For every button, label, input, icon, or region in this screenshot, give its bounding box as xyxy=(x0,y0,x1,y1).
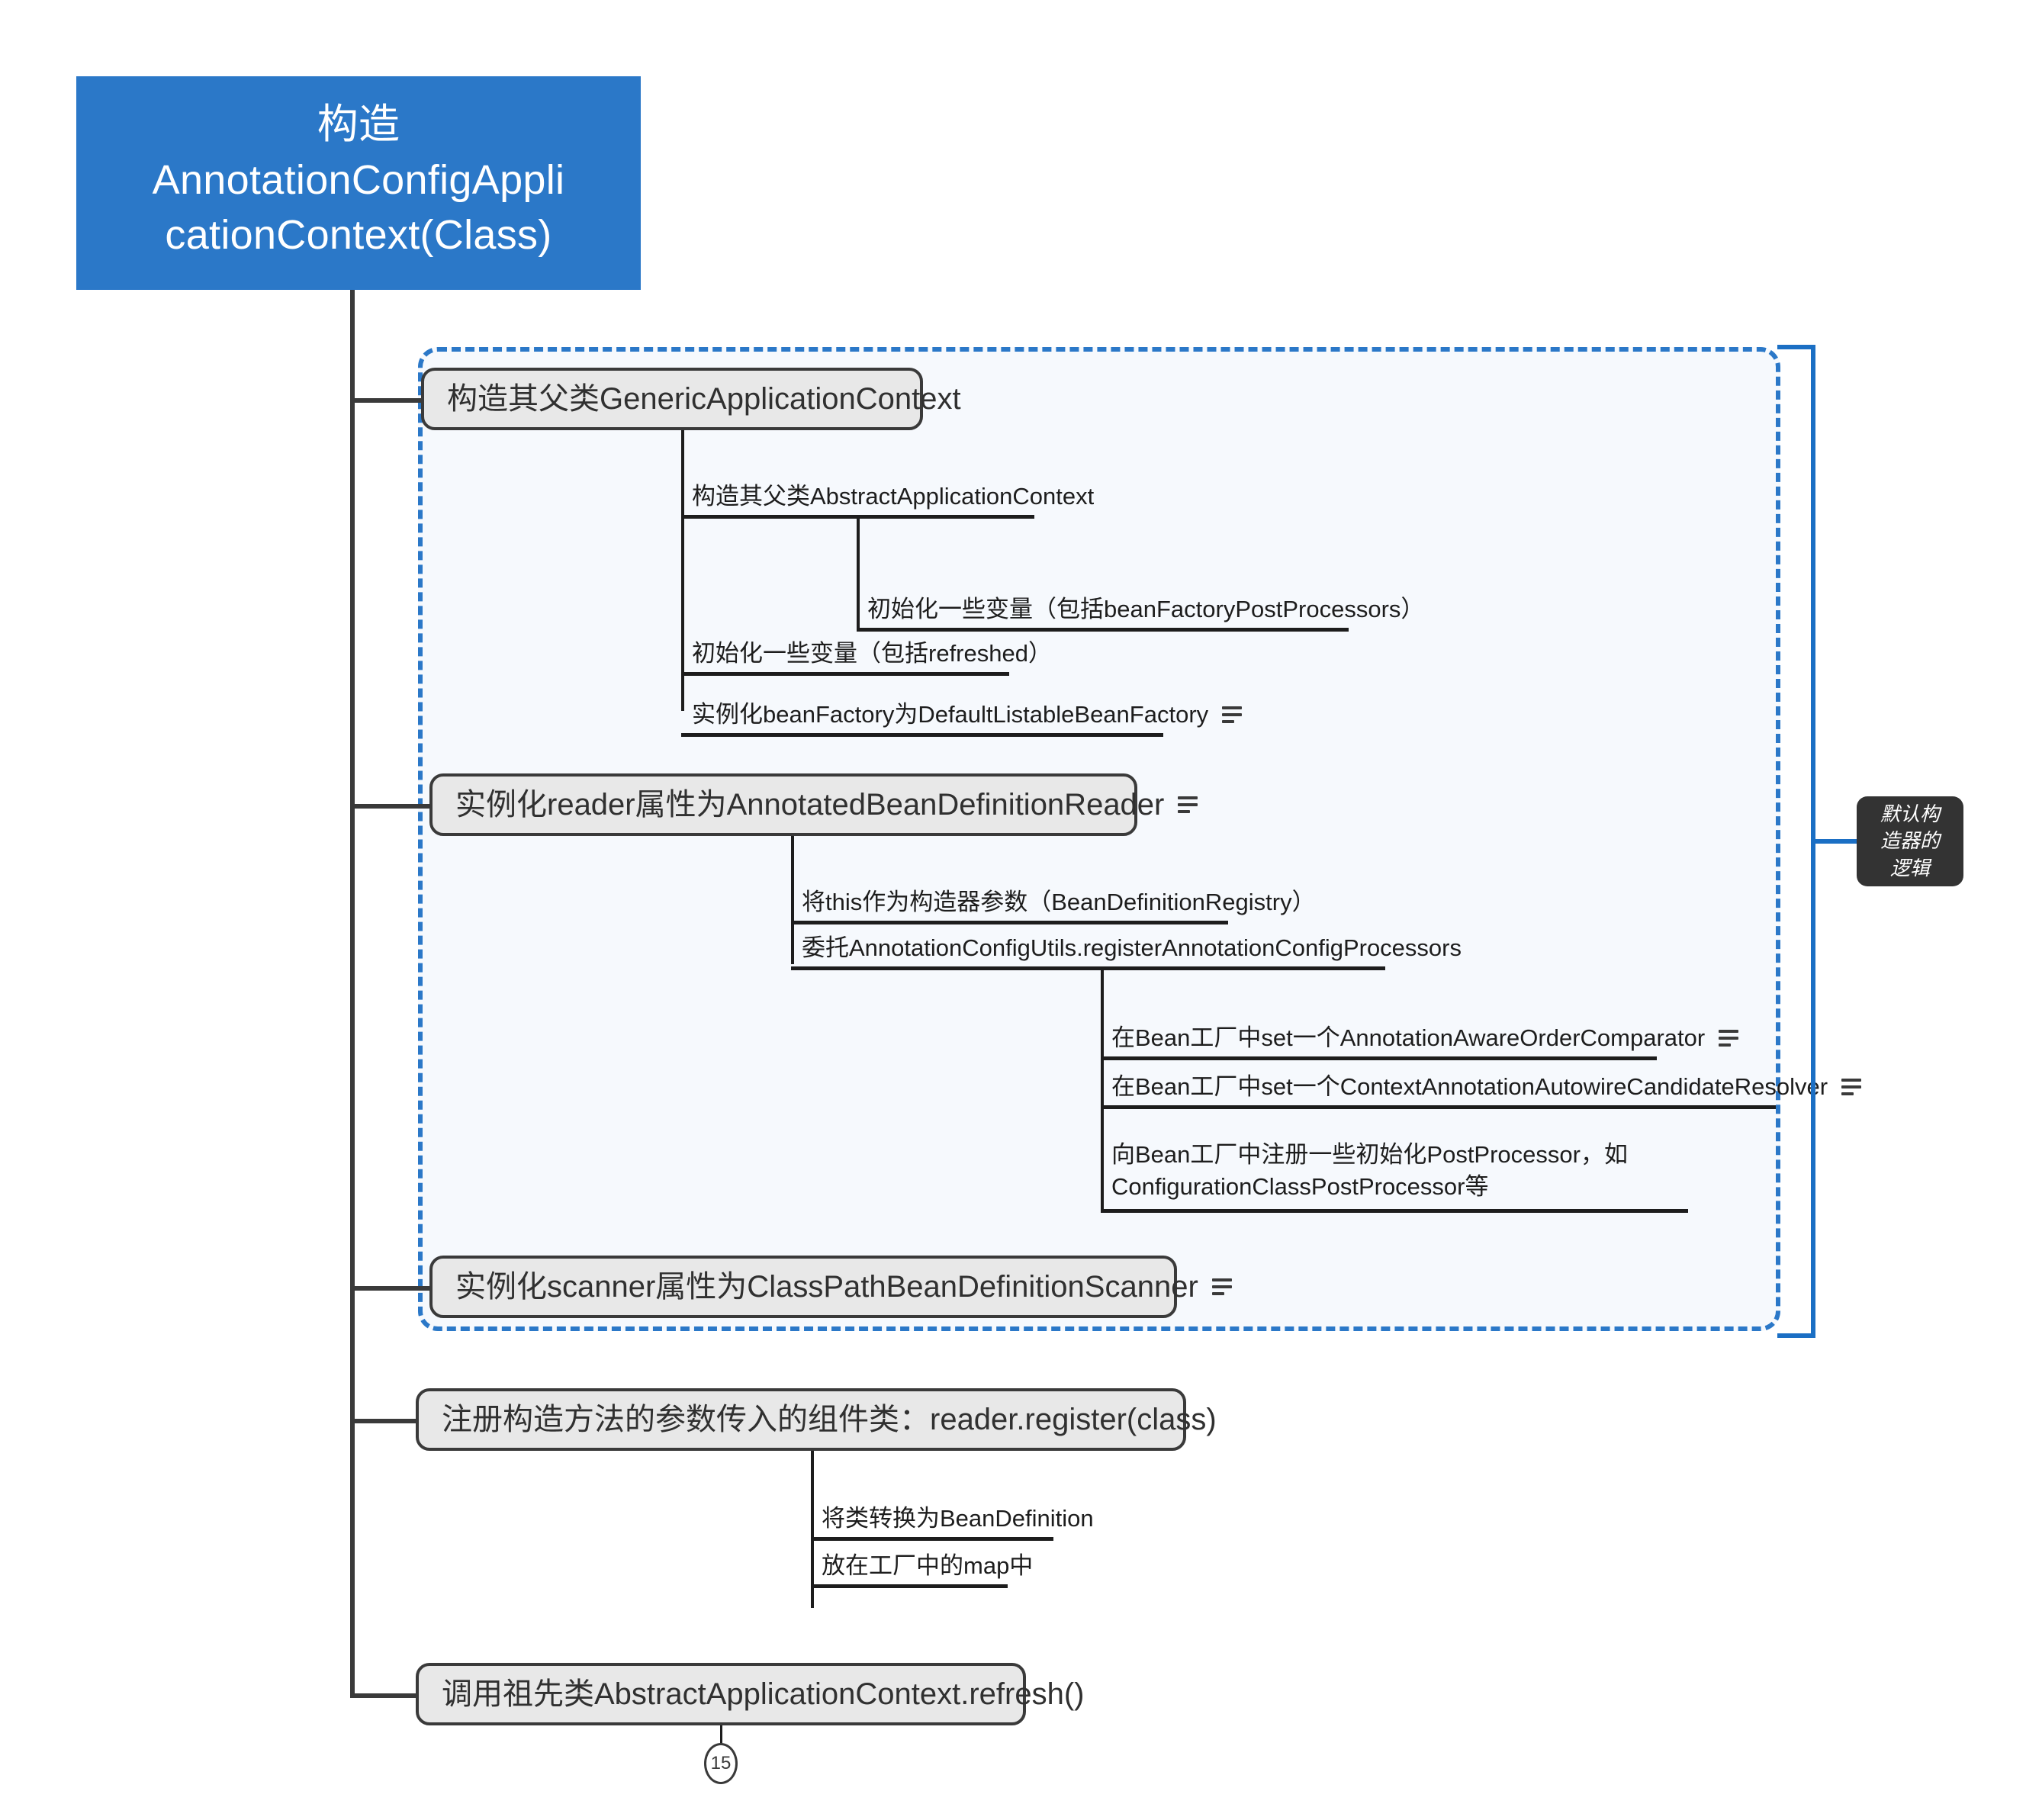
branch-connector-refresh xyxy=(350,1693,418,1698)
node-label: 实例化beanFactory为DefaultListableBeanFactor… xyxy=(692,701,1209,728)
page-badge: 15 xyxy=(704,1743,738,1784)
page-badge-connector xyxy=(720,1725,722,1747)
node-label: 在Bean工厂中set一个ContextAnnotationAutowireCa… xyxy=(1111,1073,1828,1100)
node-delegate-register-processors[interactable]: 委托AnnotationConfigUtils.registerAnnotati… xyxy=(791,934,1462,970)
node-label: 初始化一些变量（包括refreshed） xyxy=(692,640,1052,667)
node-init-vars-beanfactory-postprocessors[interactable]: 初始化一些变量（包括beanFactoryPostProcessors） xyxy=(857,595,1424,632)
node-label: 注册构造方法的参数传入的组件类：reader.register(class) xyxy=(442,1403,1217,1436)
root-line-1: 构造 xyxy=(317,101,400,148)
node-call-refresh[interactable]: 调用祖先类AbstractApplicationContext.refresh(… xyxy=(416,1663,1085,1725)
subtree-connector-generic xyxy=(681,430,684,711)
node-abstract-application-context[interactable]: 构造其父类AbstractApplicationContext xyxy=(681,482,1094,519)
node-set-order-comparator[interactable]: 在Bean工厂中set一个AnnotationAwareOrderCompara… xyxy=(1101,1024,1739,1060)
node-label: 初始化一些变量（包括beanFactoryPostProcessors） xyxy=(867,596,1425,622)
node-label: 调用祖先类AbstractApplicationContext.refresh(… xyxy=(442,1677,1085,1711)
node-label: 向Bean工厂中注册一些初始化PostProcessor，如Configurat… xyxy=(1111,1141,1628,1201)
node-generic-application-context[interactable]: 构造其父类GenericApplicationContext xyxy=(421,368,961,430)
callout-line-2: 造器的 xyxy=(1880,829,1940,853)
node-this-as-constructor-arg[interactable]: 将this作为构造器参数（BeanDefinitionRegistry） xyxy=(791,888,1316,924)
node-reader-register[interactable]: 注册构造方法的参数传入的组件类：reader.register(class) xyxy=(416,1388,1217,1451)
notes-icon[interactable] xyxy=(1222,706,1243,723)
summary-bracket xyxy=(1777,345,1815,1338)
subtree-connector-delegate xyxy=(1101,970,1104,1213)
node-label: 构造其父类GenericApplicationContext xyxy=(447,382,961,416)
node-label: 委托AnnotationConfigUtils.registerAnnotati… xyxy=(802,934,1462,961)
notes-icon[interactable] xyxy=(1211,1278,1232,1295)
node-reader-property[interactable]: 实例化reader属性为AnnotatedBeanDefinitionReade… xyxy=(429,773,1198,836)
notes-icon[interactable] xyxy=(1841,1079,1862,1095)
node-register-init-postprocessors[interactable]: 向Bean工厂中注册一些初始化PostProcessor，如Configurat… xyxy=(1101,1127,1688,1213)
node-label: 将this作为构造器参数（BeanDefinitionRegistry） xyxy=(802,889,1316,915)
node-class-to-beandefinition[interactable]: 将类转换为BeanDefinition xyxy=(811,1504,1094,1541)
root-line-3: cationContext(Class) xyxy=(165,212,552,259)
callout-line-3: 逻辑 xyxy=(1889,856,1930,879)
subtree-connector-register xyxy=(811,1451,814,1608)
node-label: 在Bean工厂中set一个AnnotationAwareOrderCompara… xyxy=(1111,1024,1706,1051)
node-scanner-property[interactable]: 实例化scanner属性为ClassPathBeanDefinitionScan… xyxy=(429,1256,1232,1318)
node-label: 实例化reader属性为AnnotatedBeanDefinitionReade… xyxy=(455,788,1165,822)
root-line-2: AnnotationConfigAppli xyxy=(152,156,565,203)
node-instantiate-beanfactory[interactable]: 实例化beanFactory为DefaultListableBeanFactor… xyxy=(681,700,1243,737)
page-badge-label: 15 xyxy=(710,1753,732,1773)
node-label: 实例化scanner属性为ClassPathBeanDefinitionScan… xyxy=(455,1270,1198,1304)
summary-bracket-stem xyxy=(1814,839,1860,844)
node-label: 放在工厂中的map中 xyxy=(822,1552,1034,1579)
branch-connector-scanner xyxy=(350,1286,432,1291)
main-trunk xyxy=(350,290,355,1696)
summary-callout[interactable]: 默认构 造器的 逻辑 xyxy=(1857,796,1963,886)
branch-connector-generic xyxy=(350,398,424,403)
node-label: 构造其父类AbstractApplicationContext xyxy=(692,483,1095,510)
callout-line-1: 默认构 xyxy=(1880,802,1940,826)
notes-icon[interactable] xyxy=(1719,1030,1739,1047)
notes-icon[interactable] xyxy=(1178,796,1198,813)
subtree-connector-reader xyxy=(791,836,794,964)
subtree-connector-abstract xyxy=(857,519,860,632)
root-node[interactable]: 构造 AnnotationConfigAppli cationContext(C… xyxy=(76,76,641,290)
branch-connector-register xyxy=(350,1419,418,1423)
node-put-in-factory-map[interactable]: 放在工厂中的map中 xyxy=(811,1552,1033,1588)
node-set-autowire-candidate-resolver[interactable]: 在Bean工厂中set一个ContextAnnotationAutowireCa… xyxy=(1101,1072,1862,1109)
branch-connector-reader xyxy=(350,804,432,809)
node-label: 将类转换为BeanDefinition xyxy=(822,1505,1094,1532)
node-init-vars-refreshed[interactable]: 初始化一些变量（包括refreshed） xyxy=(681,639,1052,676)
